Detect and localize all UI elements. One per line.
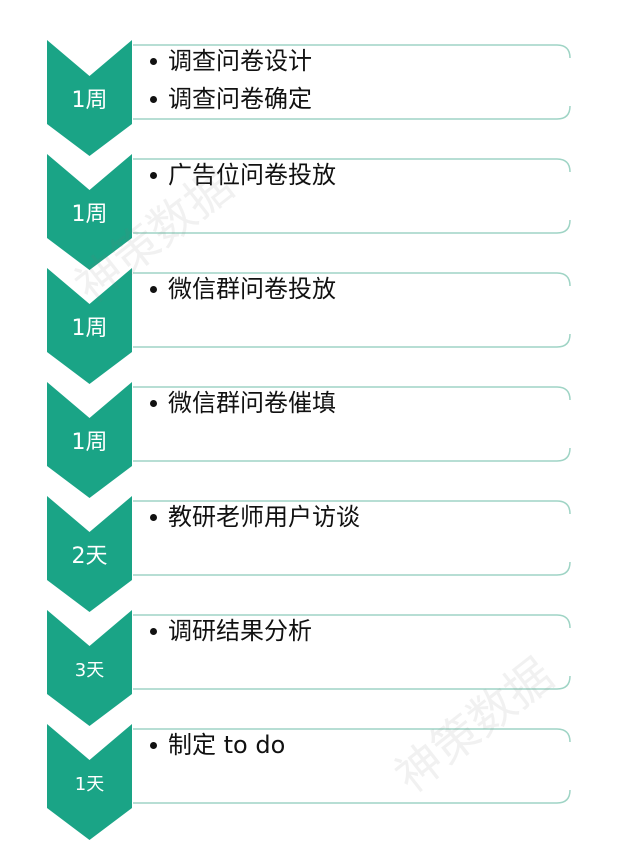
- bullet-icon: [150, 58, 157, 65]
- task-text: 教研老师用户访谈: [168, 503, 360, 531]
- bullet-icon: [150, 172, 157, 179]
- task-text: 微信群问卷催填: [168, 389, 336, 417]
- task-list: 广告位问卷投放: [148, 156, 568, 194]
- bullet-icon: [150, 514, 157, 521]
- task-item: 广告位问卷投放: [148, 156, 568, 194]
- bullet-icon: [150, 286, 157, 293]
- duration-label: 1周: [71, 88, 108, 113]
- duration-label: 2天: [71, 544, 108, 569]
- bullet-icon: [150, 400, 157, 407]
- task-list: 微信群问卷催填: [148, 384, 568, 422]
- duration-label: 1周: [71, 316, 108, 341]
- timeline-step: 3天 调研结果分析: [0, 610, 624, 726]
- timeline-step: 2天 教研老师用户访谈: [0, 496, 624, 612]
- task-card: [133, 614, 571, 690]
- timeline-step: 1周 广告位问卷投放: [0, 154, 624, 270]
- task-item: 制定 to do: [148, 726, 568, 764]
- task-card: [133, 272, 571, 348]
- task-item: 调查问卷确定: [148, 80, 568, 118]
- chevron-shape: [47, 268, 132, 384]
- task-item: 教研老师用户访谈: [148, 498, 568, 536]
- task-list: 微信群问卷投放: [148, 270, 568, 308]
- task-text: 调研结果分析: [168, 617, 312, 645]
- chevron-shape: [47, 724, 132, 840]
- bullet-icon: [150, 742, 157, 749]
- bullet-icon: [150, 628, 157, 635]
- timeline-step: 1周 微信群问卷催填: [0, 382, 624, 498]
- task-list: 调查问卷设计调查问卷确定: [148, 42, 568, 118]
- duration-label: 1天: [74, 774, 105, 795]
- chevron-shape: [47, 496, 132, 612]
- bullet-icon: [150, 96, 157, 103]
- duration-label: 1周: [71, 202, 108, 227]
- duration-label: 1周: [71, 430, 108, 455]
- task-text: 广告位问卷投放: [168, 161, 336, 189]
- task-text: 调查问卷确定: [168, 85, 312, 113]
- chevron-shape: [47, 610, 132, 726]
- task-list: 调研结果分析: [148, 612, 568, 650]
- chevron-shape: [47, 154, 132, 270]
- task-item: 调研结果分析: [148, 612, 568, 650]
- task-text: 制定 to do: [168, 731, 286, 759]
- task-item: 调查问卷设计: [148, 42, 568, 80]
- task-card: [133, 500, 571, 576]
- timeline-step: 1周 调查问卷设计调查问卷确定: [0, 40, 624, 156]
- task-card: [133, 158, 571, 234]
- task-item: 微信群问卷投放: [148, 270, 568, 308]
- chevron-shape: [47, 40, 132, 156]
- task-list: 教研老师用户访谈: [148, 498, 568, 536]
- chevron-shape: [47, 382, 132, 498]
- task-item: 微信群问卷催填: [148, 384, 568, 422]
- task-text: 微信群问卷投放: [168, 275, 336, 303]
- task-card: [133, 728, 571, 804]
- duration-label: 3天: [74, 660, 105, 681]
- task-text: 调查问卷设计: [168, 47, 312, 75]
- timeline-step: 1周 微信群问卷投放: [0, 268, 624, 384]
- timeline-step: 1天 制定 to do: [0, 724, 624, 840]
- task-card: [133, 386, 571, 462]
- task-card: [133, 44, 571, 120]
- task-list: 制定 to do: [148, 726, 568, 764]
